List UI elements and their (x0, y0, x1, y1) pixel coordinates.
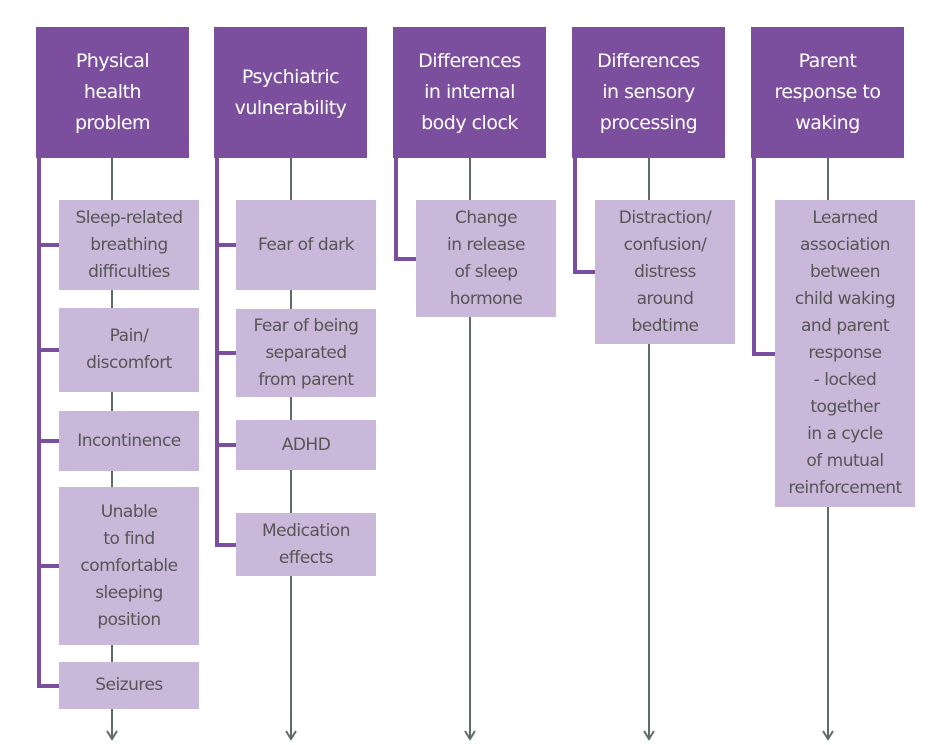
arrow-down-icon (106, 730, 118, 741)
bracket-branch (215, 443, 236, 447)
bracket-branch (37, 439, 59, 443)
bracket-branch (215, 243, 236, 247)
factor-box: ADHD (236, 420, 376, 470)
bracket-line (394, 158, 398, 261)
bracket-branch (37, 564, 59, 568)
bracket-branch (37, 683, 59, 688)
bracket-line (573, 158, 577, 274)
bracket-branch (215, 542, 236, 547)
factor-box: Medication effects (236, 513, 376, 576)
arrow-down-icon (285, 730, 297, 741)
bracket-branch (37, 243, 59, 247)
category-header: Differences in internal body clock (393, 27, 546, 158)
factor-box: Sleep-related breathing difficulties (59, 200, 199, 290)
arrow-down-icon (464, 730, 476, 741)
connector-line (648, 158, 650, 738)
factor-box: Fear of being separated from parent (236, 309, 376, 397)
factor-box: Pain/ discomfort (59, 308, 199, 392)
category-header: Physical health problem (36, 27, 189, 158)
category-header: Psychiatric vulnerability (214, 27, 367, 158)
bracket-branch (752, 351, 775, 356)
bracket-branch (215, 351, 236, 355)
bracket-line (752, 158, 756, 356)
factor-box: Distraction/ confusion/ distress around … (595, 200, 735, 344)
category-header: Parent response to waking (751, 27, 904, 158)
bracket-branch (394, 256, 416, 261)
category-header: Differences in sensory processing (572, 27, 725, 158)
bracket-line (37, 158, 41, 688)
factor-box: Incontinence (59, 411, 199, 471)
factor-box: Change in release of sleep hormone (416, 200, 556, 317)
factor-box: Learned association between child waking… (775, 200, 915, 507)
connector-line (469, 158, 471, 738)
factor-box: Seizures (59, 662, 199, 709)
bracket-branch (573, 270, 595, 274)
arrow-down-icon (822, 730, 834, 741)
factor-box: Unable to find comfortable sleeping posi… (59, 487, 199, 645)
arrow-down-icon (643, 730, 655, 741)
bracket-branch (37, 348, 59, 352)
factor-box: Fear of dark (236, 200, 376, 290)
